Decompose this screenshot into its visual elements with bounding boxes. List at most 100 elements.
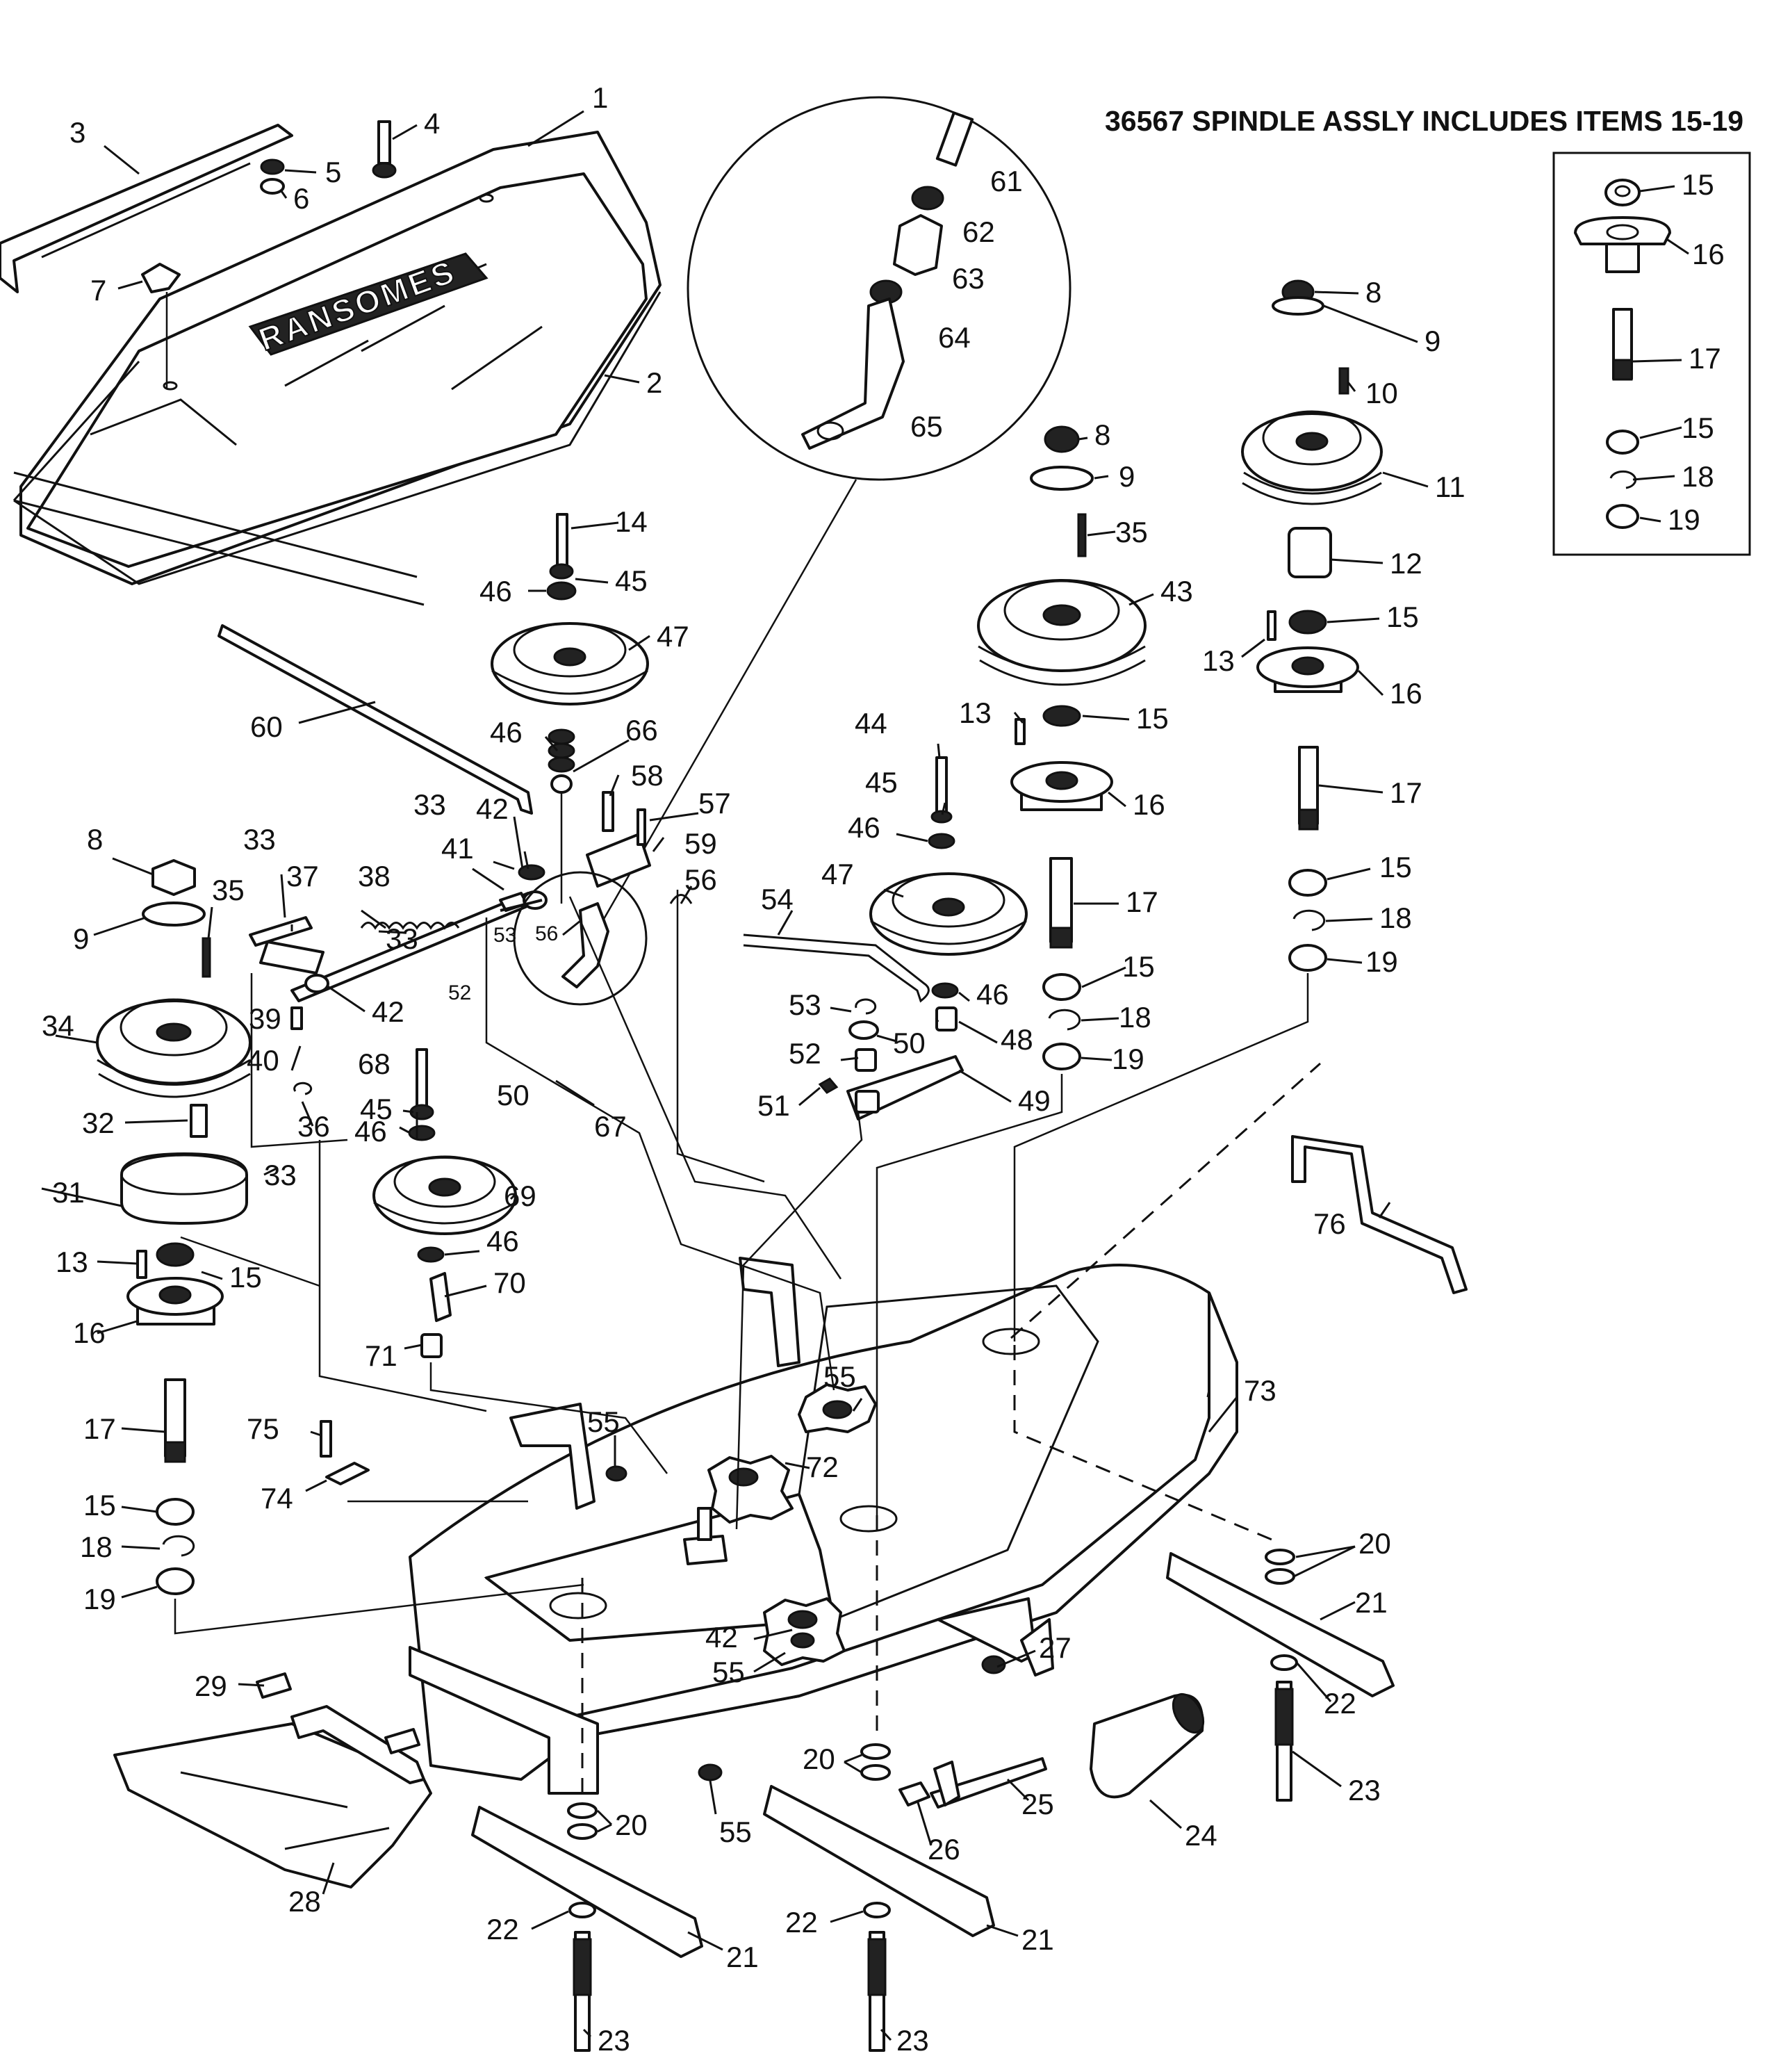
tension-linkage: [249, 890, 548, 1095]
callout-46-69-bottom: 46: [486, 1225, 519, 1257]
callout-15-right-lower: 15: [1379, 851, 1412, 883]
callout-45-upper: 45: [615, 564, 648, 597]
cover-knob: [141, 263, 181, 389]
callout-13-right: 13: [1202, 644, 1235, 677]
callout-6: 6: [293, 182, 309, 215]
callout-labels: 1 2 3 4 5 6 7 8 8 8 9 9 9 10 11 12 13 13…: [42, 81, 1725, 2057]
callout-73: 73: [1244, 1374, 1276, 1407]
callout-13-left: 13: [56, 1246, 88, 1278]
callout-20-left: 20: [615, 1809, 648, 1841]
spindle-inset-box: [1552, 152, 1751, 556]
callout-40: 40: [247, 1044, 279, 1077]
callout-47-center: 47: [821, 858, 854, 890]
callout-45-center: 45: [865, 766, 898, 799]
callout-43: 43: [1160, 575, 1193, 607]
callout-52-center: 52: [789, 1037, 821, 1070]
blade-right: [1166, 1549, 1395, 1802]
callout-17-left: 17: [83, 1412, 116, 1445]
callout-15-left-upper: 15: [229, 1261, 262, 1294]
callout-17-right: 17: [1390, 776, 1422, 809]
callout-3: 3: [69, 116, 85, 149]
callout-15-right-upper: 15: [1386, 601, 1419, 633]
callout-19-right: 19: [1365, 945, 1398, 978]
callout-28: 28: [288, 1885, 321, 1918]
callout-19-left: 19: [83, 1583, 116, 1615]
control-rod: [217, 624, 533, 815]
callout-64: 64: [938, 321, 971, 354]
cover-gasket: [13, 291, 662, 585]
callout-19-inset: 19: [1668, 503, 1700, 536]
roller-arm: [898, 1655, 1047, 1809]
callout-74: 74: [261, 1482, 293, 1515]
callout-16-inset: 16: [1692, 238, 1725, 270]
callout-70: 70: [493, 1266, 526, 1299]
callout-54: 54: [761, 883, 794, 915]
callout-55-top: 55: [823, 1360, 856, 1393]
callout-18-left: 18: [80, 1531, 113, 1563]
callout-50-left: 50: [497, 1079, 529, 1111]
callout-76: 76: [1313, 1207, 1346, 1240]
callout-14: 14: [615, 505, 648, 538]
upper-bracket: [493, 791, 693, 1006]
bracket-74: [320, 1420, 370, 1485]
callout-53-left: 53: [493, 924, 516, 947]
drive-discs: [605, 1383, 877, 1781]
callout-44: 44: [855, 707, 887, 740]
detail-circle-adjuster: [687, 96, 1071, 481]
callout-47-upper: 47: [657, 620, 689, 653]
callout-29: 29: [195, 1670, 227, 1702]
idler-pulley-upper: [491, 513, 649, 794]
callout-9-center: 9: [1119, 460, 1135, 493]
callout-42-bottom: 42: [705, 1621, 738, 1654]
callout-15-inset-bottom: 15: [1682, 411, 1714, 444]
mower-deck: [409, 1257, 1238, 1795]
callout-55-left: 55: [587, 1405, 620, 1438]
callout-36: 36: [297, 1110, 330, 1143]
callout-46-upper: 46: [479, 575, 512, 607]
callout-8-left: 8: [87, 823, 103, 856]
callout-33-top: 33: [413, 788, 446, 821]
callout-75: 75: [247, 1412, 279, 1445]
callout-56-inset: 56: [535, 922, 558, 945]
callout-16-left: 16: [73, 1316, 106, 1349]
callout-5: 5: [325, 156, 341, 188]
callout-15-center-upper: 15: [1136, 702, 1169, 735]
callout-61: 61: [990, 165, 1023, 197]
callout-32: 32: [82, 1107, 115, 1139]
callout-49: 49: [1018, 1084, 1051, 1117]
callout-22-right: 22: [1324, 1687, 1356, 1720]
anti-scalp-roller: [1090, 1693, 1205, 1799]
callout-22-center: 22: [785, 1906, 818, 1939]
callout-46-center: 46: [848, 811, 880, 844]
callout-72: 72: [806, 1451, 839, 1483]
callout-66: 66: [625, 714, 658, 747]
callout-2: 2: [646, 366, 662, 399]
callout-21-left: 21: [726, 1941, 759, 1973]
callout-56-right: 56: [684, 863, 717, 896]
callout-21-center: 21: [1021, 1923, 1054, 1956]
callout-34: 34: [42, 1009, 74, 1042]
side-guard: [0, 124, 293, 293]
callout-71: 71: [365, 1339, 397, 1372]
callout-17-center: 17: [1126, 886, 1158, 918]
callout-48: 48: [1001, 1023, 1033, 1056]
callout-9-right: 9: [1424, 325, 1440, 357]
callout-33-top-left: 33: [243, 823, 276, 856]
callout-20-center: 20: [803, 1743, 835, 1775]
callout-18-center: 18: [1119, 1001, 1151, 1034]
callout-55-bottom: 55: [712, 1656, 745, 1688]
callout-33-lower: 33: [264, 1159, 297, 1191]
callout-12: 12: [1390, 547, 1422, 580]
callout-15-inset-top: 15: [1682, 168, 1714, 201]
callout-37: 37: [286, 860, 319, 892]
callout-38: 38: [358, 860, 391, 892]
callout-42-top: 42: [476, 792, 509, 825]
callout-42-left: 42: [372, 995, 404, 1028]
callout-62: 62: [962, 215, 995, 248]
callout-46-center-lower: 46: [976, 978, 1009, 1011]
callout-23-left: 23: [598, 2024, 630, 2057]
callout-46-69-top: 46: [354, 1115, 387, 1148]
callout-18-inset: 18: [1682, 460, 1714, 493]
leader-lines: [41, 110, 1689, 2041]
